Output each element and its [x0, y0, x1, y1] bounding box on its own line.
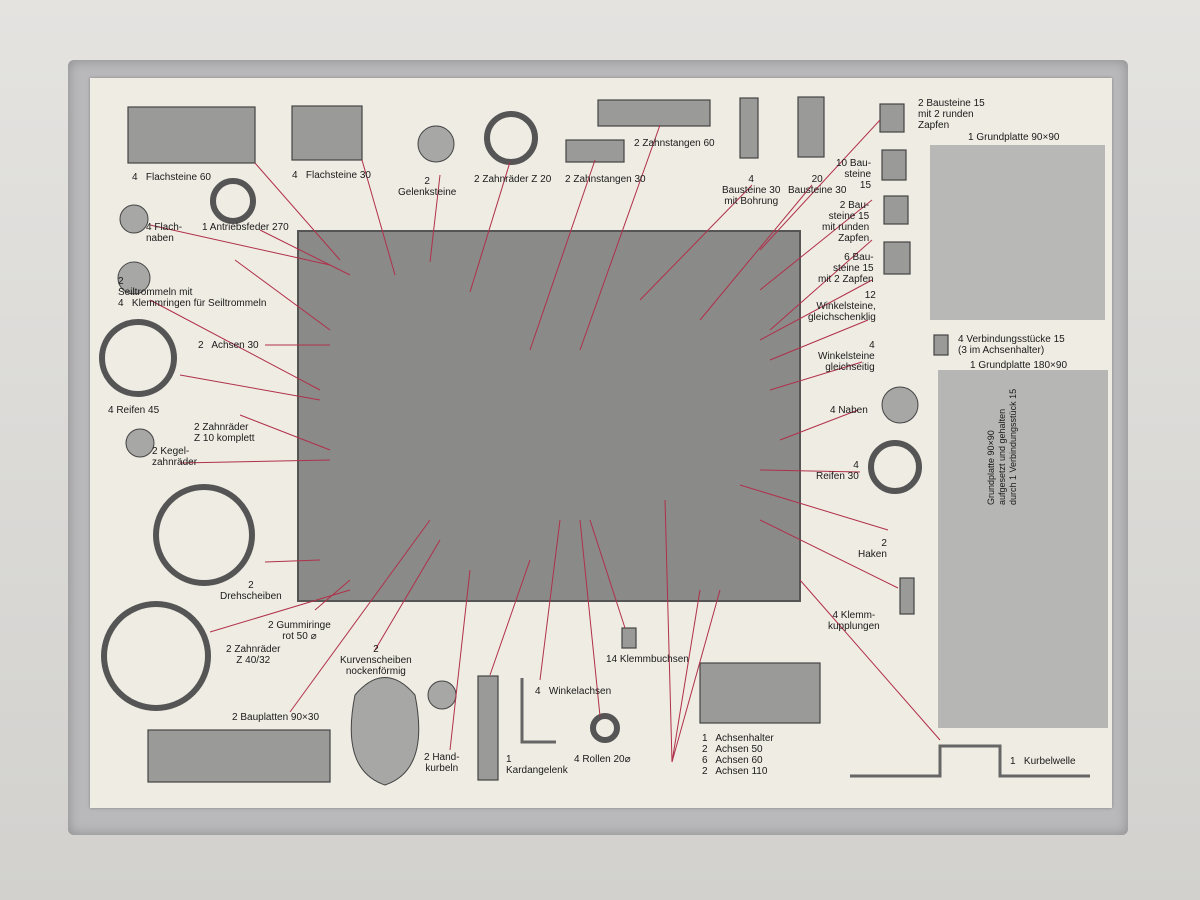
label-flachnaben: 4 Flach- naben: [146, 222, 183, 244]
label-bausteine-15-runden: 2 Bausteine 15 mit 2 runden Zapfen: [918, 98, 985, 131]
label-bausteine-30-bohrung: 4 Bausteine 30 mit Bohrung: [722, 174, 781, 207]
label-achsen-liste: 1 Achsenhalter 2 Achsen 50 6 Achsen 60 2…: [702, 733, 774, 777]
label-klemmbuchsen: 14 Klemmbuchsen: [606, 654, 689, 665]
label-winkelsteine-gleichschenklig: 12 Winkelsteine, gleichschenklig: [808, 290, 876, 323]
label-achsen-30: 2 Achsen 30: [198, 340, 259, 351]
label-kurvenscheiben: 2 Kurvenscheiben nockenförmig: [340, 644, 412, 677]
label-bausteine-15: 10 Bau- steine 15: [836, 158, 872, 191]
label-zahnstangen-30: 2 Zahnstangen 30: [565, 174, 646, 185]
label-bauplatten: 2 Bauplatten 90×30: [232, 712, 320, 723]
label-winkelachsen: 4 Winkelachsen: [535, 686, 612, 697]
label-handkurbeln: 2 Hand- kurbeln: [424, 752, 460, 774]
base-plate-180: [938, 370, 1108, 728]
label-bausteine-15-runden-zapfen: 2 Bau- steine 15 mit runden Zapfen: [822, 200, 870, 244]
label-bausteine-15-zapfen: 6 Bau- steine 15 mit 2 Zapfen: [818, 252, 874, 285]
label-reifen-45: 4 Reifen 45: [108, 405, 160, 416]
label-winkelsteine-gleichseitig: 4 Winkelsteine gleichseitig: [818, 340, 875, 373]
label-klemmkupplungen: 4 Klemm- kupplungen: [828, 610, 880, 632]
label-zahnraeder-z10: 2 Zahnräder Z 10 komplett: [194, 422, 255, 444]
label-flachsteine-30: 4 Flachsteine 30: [292, 170, 371, 181]
label-kurbelwelle: 1 Kurbelwelle: [1010, 756, 1076, 767]
label-zahnraeder-z20: 2 Zahnräder Z 20: [474, 174, 552, 185]
label-grundplatte-90: 1 Grundplatte 90×90: [968, 132, 1060, 143]
label-flachsteine-60: 4 Flachsteine 60: [132, 172, 211, 183]
label-rollen: 4 Rollen 20⌀: [574, 754, 631, 765]
label-haken: 2 Haken: [858, 538, 887, 560]
base-plate-90: [930, 145, 1105, 320]
label-reifen-30: 4 Reifen 30: [816, 460, 859, 482]
label-zahnstangen-60: 2 Zahnstangen 60: [634, 138, 715, 149]
label-kegelzahnraeder: 2 Kegel- zahnräder: [152, 446, 198, 468]
label-zahnraeder-z40: 2 Zahnräder Z 40/32: [226, 644, 281, 666]
label-seiltrommeln: 2 Seiltrommeln mit 4 Klemmringen für Sei…: [118, 276, 267, 309]
label-gelenksteine: 2 Gelenksteine: [398, 176, 457, 198]
label-gummiringe: 2 Gummiringe rot 50 ⌀: [268, 620, 331, 642]
label-drehscheiben: 2 Drehscheiben: [220, 580, 282, 602]
label-verbindungsstuecke: 4 Verbindungsstücke 15 (3 im Achsenhalte…: [958, 334, 1065, 356]
label-kardangelenk: 1 Kardangelenk: [506, 754, 568, 776]
label-antriebsfeder: 1 Antriebsfeder 270: [202, 222, 289, 233]
label-grundplatte-180: 1 Grundplatte 180×90: [970, 360, 1068, 371]
label-grundplatte-hinweis: Grundplatte 90×90 aufgesetzt und gehalte…: [986, 388, 1018, 505]
parts-photo-panel: [297, 230, 801, 602]
label-bausteine-30: 20 Bausteine 30: [788, 174, 847, 196]
label-naben: 4 Naben: [830, 405, 868, 416]
